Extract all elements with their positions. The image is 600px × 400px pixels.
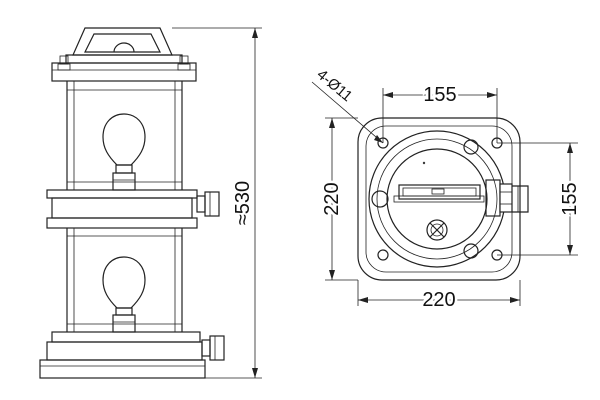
side-elevation: ≈530 (39, 27, 262, 379)
dim-bottom-220-label: 220 (422, 289, 455, 311)
handle-bar (393, 184, 485, 203)
dim-bottom-220: 220 (357, 280, 521, 314)
center-screw-icon (426, 219, 448, 241)
height-label: ≈530 (232, 181, 254, 225)
lower-bulb-icon (102, 256, 146, 333)
bosses (371, 139, 479, 259)
dim-left-220: 220 (319, 117, 358, 281)
dim-top-155-label: 155 (423, 84, 456, 106)
upper-bulb-icon (102, 113, 146, 191)
top-cap-plate (65, 54, 183, 64)
lower-lens (66, 228, 183, 332)
middle-junction (46, 189, 220, 229)
outer-flange (357, 117, 521, 281)
dim-top-155: 155 (382, 82, 498, 143)
height-dimension: ≈530 (172, 27, 262, 379)
upper-lens (66, 81, 183, 190)
base (39, 331, 225, 379)
dim-left-220-label: 220 (321, 182, 343, 215)
side-gland (485, 179, 529, 217)
top-flange (51, 62, 197, 82)
dim-right-155: 155 (497, 142, 584, 256)
hole-callout-label: 4-Ø11 (313, 66, 355, 105)
plan-view: 155 220 220 155 (311, 66, 584, 314)
top-flange-bolts (57, 55, 191, 71)
dim-right-155-label: 155 (559, 182, 581, 215)
top-handle (72, 27, 173, 56)
inner-ring (386, 148, 488, 250)
